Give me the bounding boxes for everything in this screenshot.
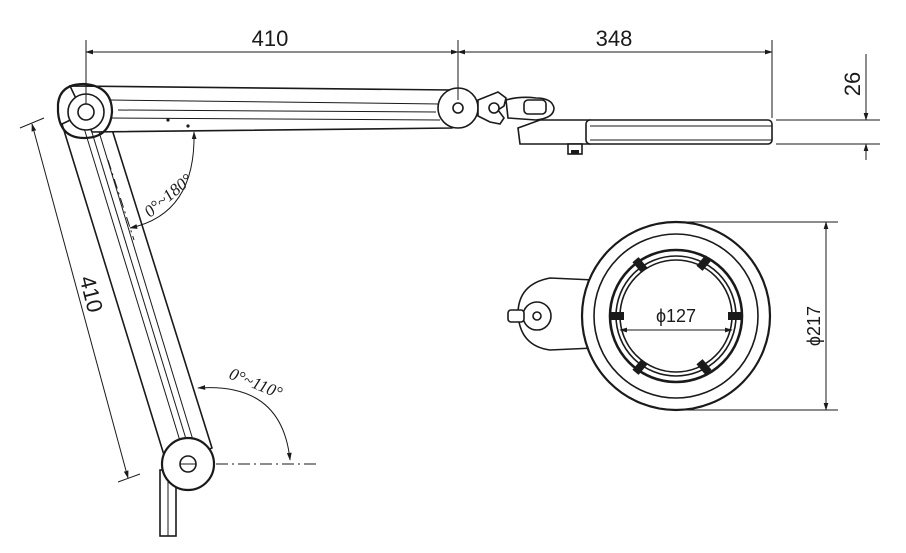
- upper-arm-dimension: 410: [85, 26, 459, 104]
- top-view-mount: [507, 277, 595, 351]
- base-angle-arc: [197, 385, 292, 461]
- base-post: [159, 469, 177, 537]
- elbow-angle-arc: [129, 131, 197, 229]
- lens-diameter-dimension: ϕ127: [619, 306, 733, 333]
- lamp-head-side: [517, 119, 773, 155]
- head-reach-dimension: 348: [457, 26, 773, 118]
- lens-diameter-label: ϕ127: [656, 306, 696, 326]
- head-joint: [437, 87, 555, 129]
- head-thickness-dimension: 26: [776, 54, 880, 160]
- base-angle-label: 0°~110°: [227, 364, 286, 402]
- head-reach-dimension-label: 348: [596, 26, 633, 51]
- head-diameter-dimension: ϕ217: [680, 221, 838, 411]
- ring-clips: [610, 255, 742, 375]
- side-view: 0°~180° 0°~110° 410 348 26 41: [19, 26, 880, 537]
- top-view: ϕ127 ϕ217: [507, 220, 838, 412]
- head-diameter-label: ϕ217: [804, 306, 824, 346]
- upper-arm: [68, 85, 462, 133]
- lamp-head-top: [580, 220, 772, 412]
- lower-arm-dimension-label: 410: [75, 273, 108, 315]
- head-thickness-dimension-label: 26: [840, 72, 865, 96]
- elbow-angle-label: 0°~180°: [140, 170, 196, 221]
- base-joint: [160, 436, 216, 492]
- upper-arm-dimension-label: 410: [252, 26, 289, 51]
- lower-arm-dimension: 410: [19, 117, 141, 483]
